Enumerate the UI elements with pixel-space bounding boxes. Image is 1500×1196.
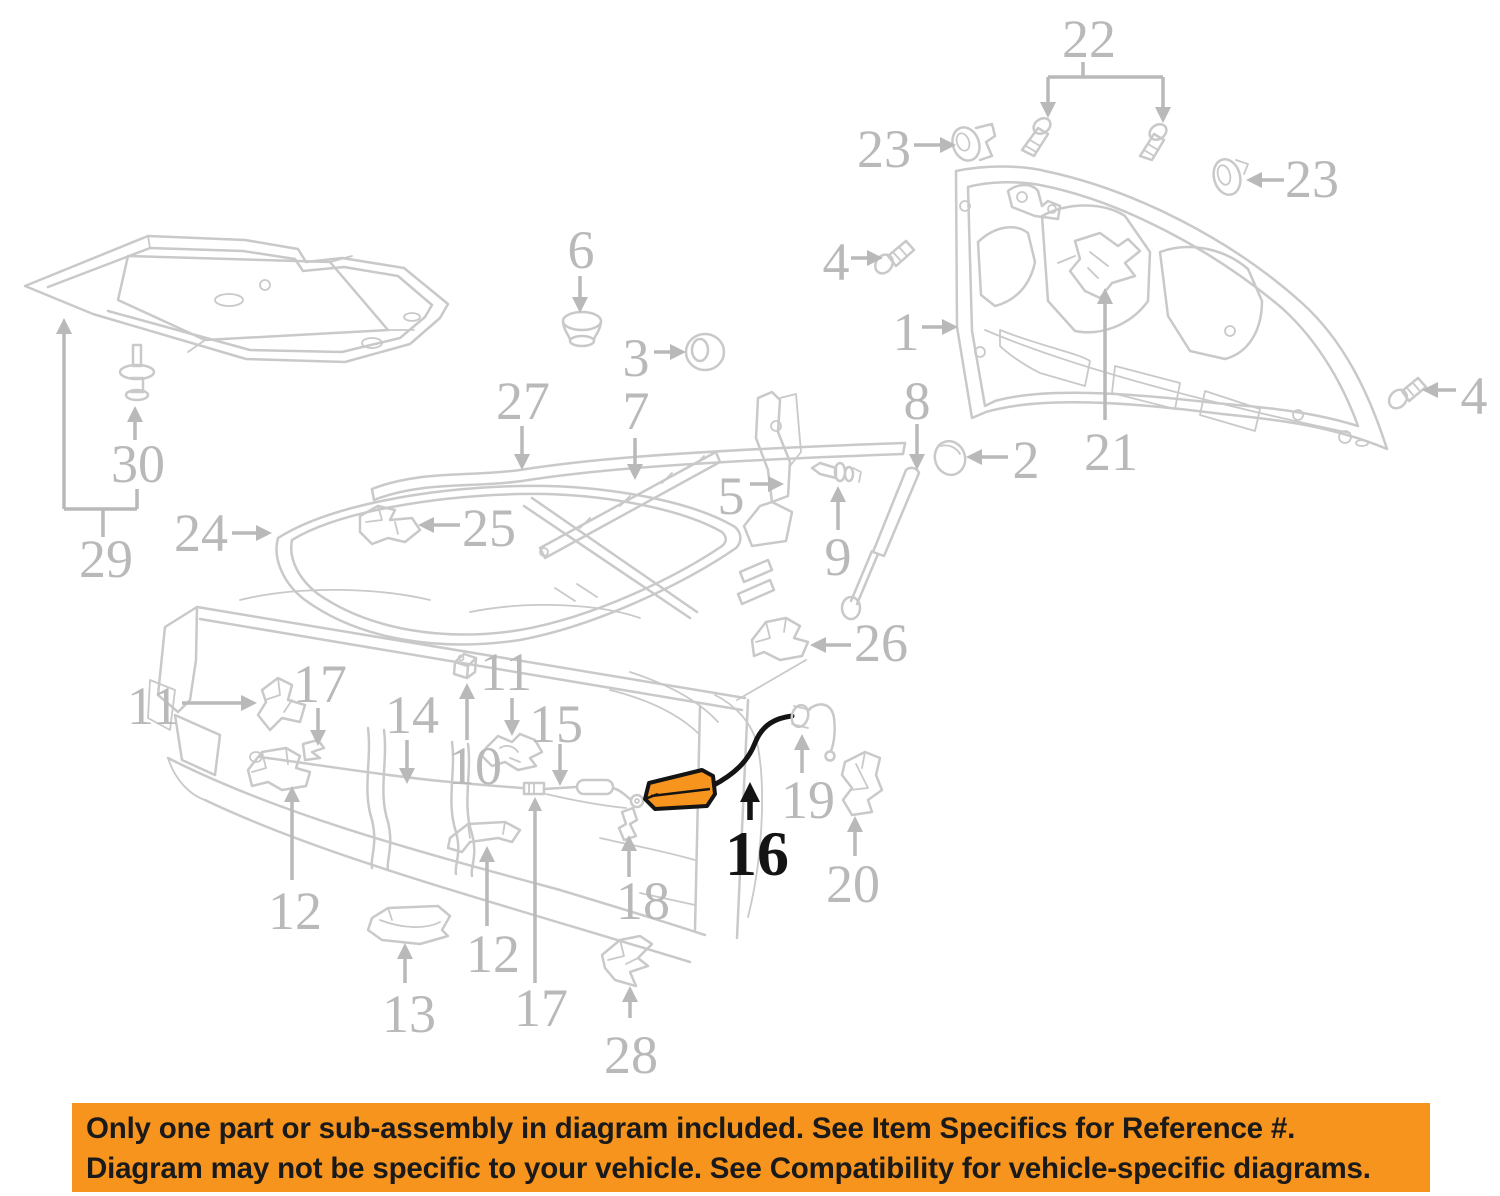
callout-26: 26 — [854, 613, 908, 673]
callout-17-top: 17 — [293, 654, 347, 714]
front-end-panel — [147, 558, 807, 964]
callout-23-left: 23 — [857, 119, 911, 179]
hood-insulator-pad — [23, 234, 450, 364]
callout-11-left: 11 — [127, 676, 179, 736]
callout-12-right: 12 — [466, 924, 520, 984]
strut-ball-stud — [810, 461, 862, 483]
callout-9: 9 — [824, 527, 852, 587]
callout-24: 24 — [174, 503, 228, 563]
callout-4-left: 4 — [822, 232, 850, 292]
callout-16-highlighted: 16 — [725, 818, 789, 889]
hood-front-seal — [370, 441, 907, 502]
callout-23-right: 23 — [1285, 149, 1339, 209]
callout-28: 28 — [604, 1025, 658, 1085]
panel-small-parts — [246, 616, 884, 988]
callout-8: 8 — [903, 371, 931, 431]
callout-7: 7 — [622, 381, 650, 441]
callout-14: 14 — [385, 685, 439, 745]
callout-18: 18 — [616, 871, 670, 931]
callout-25: 25 — [462, 498, 516, 558]
callout-10: 10 — [448, 736, 502, 796]
callout-17-bottom: 17 — [514, 978, 568, 1038]
callout-21: 21 — [1084, 422, 1138, 482]
callout-1: 1 — [892, 302, 920, 362]
callout-20: 20 — [826, 854, 880, 914]
release-cable — [249, 751, 645, 809]
hood-weatherstrip — [275, 484, 742, 646]
callout-2: 2 — [1012, 430, 1040, 490]
hood-bumper-stopper — [561, 310, 603, 348]
hood-gas-strut — [840, 466, 921, 621]
cowl-strip — [522, 450, 722, 620]
hood-hinge — [742, 390, 802, 548]
hole-plug — [933, 439, 967, 477]
callout-11-right: 11 — [480, 642, 532, 702]
highlighted-part-16 — [643, 703, 836, 811]
highlight-arrow — [740, 782, 760, 820]
callout-30: 30 — [111, 434, 165, 494]
callout-27: 27 — [496, 371, 550, 431]
callout-29: 29 — [79, 529, 133, 589]
callout-22: 22 — [1062, 9, 1116, 69]
callout-6: 6 — [567, 220, 595, 280]
grommet — [684, 332, 726, 372]
hood-hardware-fasteners — [874, 117, 1428, 410]
callout-3: 3 — [622, 328, 650, 388]
callout-5: 5 — [717, 466, 745, 526]
disclaimer-banner: Only one part or sub-assembly in diagram… — [72, 1103, 1430, 1192]
hood-panel — [954, 165, 1389, 451]
pad-retainer-pin — [118, 343, 156, 402]
callout-4-right: 4 — [1460, 366, 1488, 426]
callout-19: 19 — [781, 770, 835, 830]
callout-15: 15 — [529, 694, 583, 754]
disclaimer-line-1: Only one part or sub-assembly in diagram… — [86, 1112, 1296, 1145]
callout-12-left: 12 — [268, 881, 322, 941]
callout-arrows — [56, 62, 1456, 1018]
callout-13: 13 — [382, 984, 436, 1044]
disclaimer-line-2: Diagram may not be specific to your vehi… — [86, 1152, 1371, 1185]
